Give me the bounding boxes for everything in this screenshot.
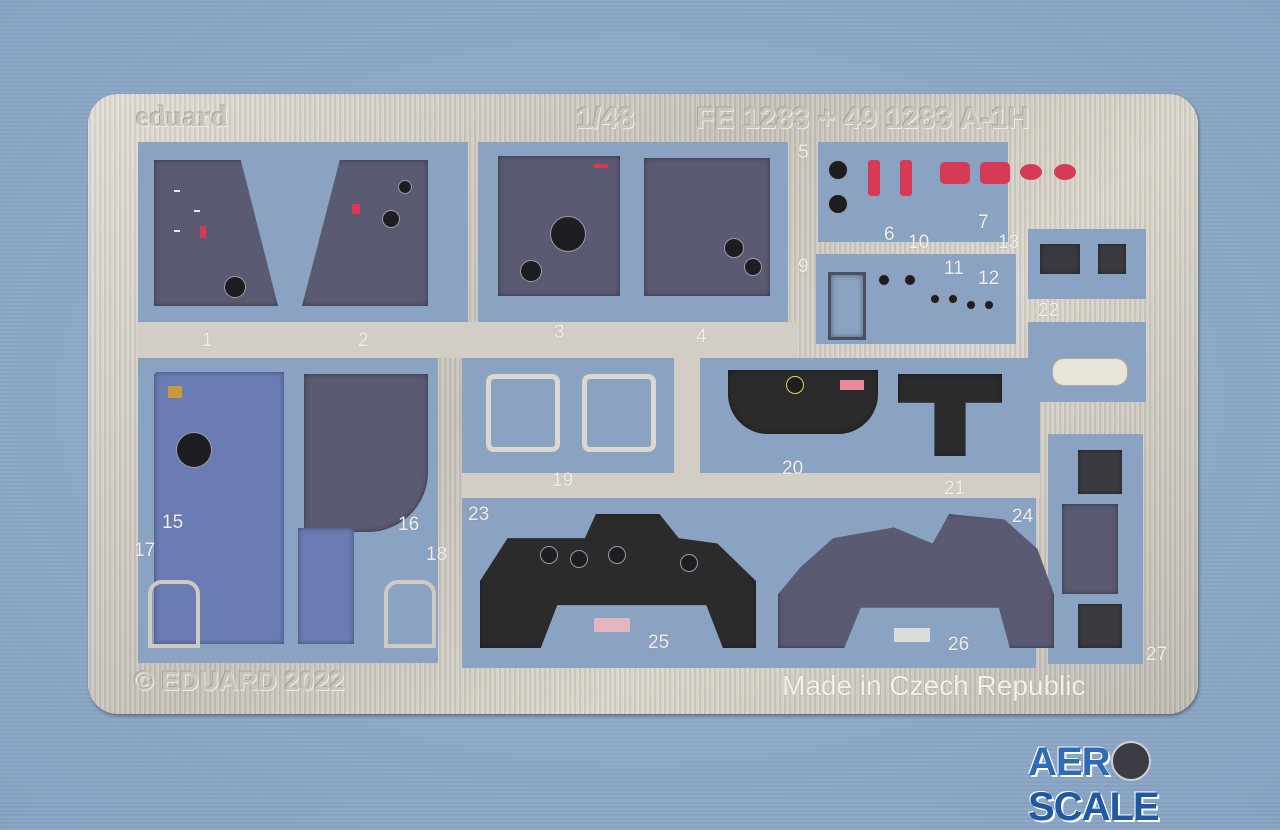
watermark-right: SCALE — [1028, 785, 1160, 829]
scale-label: 1/48 — [576, 102, 635, 135]
part-number-21: 21 — [944, 478, 966, 499]
red-switch — [840, 380, 864, 390]
lens-part — [1052, 358, 1128, 386]
copyright-label: © EDUARD 2022 — [134, 666, 345, 696]
dial-icon — [786, 376, 804, 394]
red-part-5 — [980, 162, 1010, 184]
lever-knob-icon — [984, 300, 994, 310]
part-number-5: 5 — [798, 142, 809, 163]
part-15-panel — [154, 372, 284, 644]
part-number-13: 13 — [998, 232, 1020, 253]
part-27-panel-mid — [1062, 504, 1118, 594]
part-number-23: 23 — [468, 504, 490, 525]
part-9-frame — [828, 272, 866, 340]
part-number-3: 3 — [554, 322, 565, 343]
part-number-27: 27 — [1146, 644, 1168, 665]
red-part-5 — [868, 160, 880, 196]
part-number-25: 25 — [648, 632, 670, 653]
part-number-22: 22 — [1038, 300, 1060, 321]
switch-mark — [194, 210, 200, 212]
red-switch — [200, 226, 206, 238]
switch-mark — [174, 190, 180, 192]
part-4-panel — [644, 158, 770, 296]
lever-knob-icon — [904, 274, 916, 286]
red-switch — [594, 164, 608, 168]
lever-knob-icon — [930, 294, 940, 304]
sprue-bar-middle — [138, 322, 798, 358]
watermark-left: AER — [1028, 740, 1110, 784]
part-16-panel — [304, 374, 428, 532]
part-number-9: 9 — [798, 256, 809, 277]
dial-icon — [176, 432, 212, 468]
part-19-frame — [582, 374, 656, 452]
knob-icon — [828, 160, 848, 180]
dial-icon — [398, 180, 412, 194]
part-number-24: 24 — [1012, 506, 1034, 527]
propeller-icon — [1111, 741, 1152, 781]
dial-icon — [724, 238, 744, 258]
red-part-5 — [1020, 164, 1042, 180]
sprue-bar-vertical — [674, 358, 700, 473]
part-22-placard — [1040, 244, 1080, 274]
part-20-panel — [728, 370, 878, 434]
part-number-20: 20 — [782, 458, 804, 479]
dial-icon — [520, 260, 542, 282]
lever-knob-icon — [966, 300, 976, 310]
dial-icon — [744, 258, 762, 276]
switch-mark — [174, 230, 180, 232]
red-part-5 — [900, 160, 912, 196]
red-part-5 — [1054, 164, 1076, 180]
part-25-placard — [594, 618, 630, 632]
dial-icon — [224, 276, 246, 298]
part-number-26: 26 — [948, 634, 970, 655]
part-number-16: 16 — [398, 514, 420, 535]
part-number-4: 4 — [696, 326, 707, 347]
part-26-placard — [894, 628, 930, 642]
dial-icon — [382, 210, 400, 228]
part-number-12: 12 — [978, 268, 1000, 289]
part-27-panel-top — [1078, 450, 1122, 494]
origin-label: Made in Czech Republic — [782, 670, 1086, 701]
dial-icon — [570, 550, 588, 568]
part-number-17: 17 — [134, 540, 156, 561]
product-code: FE 1283 + 49 1283 A-1H — [696, 102, 1030, 135]
part-number-15: 15 — [162, 512, 184, 533]
part-22-placard — [1098, 244, 1126, 274]
red-part-5 — [940, 162, 970, 184]
dial-icon — [680, 554, 698, 572]
part-number-10: 10 — [908, 232, 930, 253]
part-19-frame — [486, 374, 560, 452]
fret-window-part5 — [818, 142, 1008, 242]
sprue-bar-lower — [462, 473, 1040, 498]
part-number-1: 1 — [202, 330, 213, 351]
part-number-2: 2 — [358, 330, 369, 351]
part-27-panel-bottom — [1078, 604, 1122, 648]
part-16-lower — [298, 528, 354, 644]
dial-icon — [540, 546, 558, 564]
brand-mark: eduard — [136, 100, 228, 133]
dial-icon — [608, 546, 626, 564]
dial-icon — [550, 216, 586, 252]
part-18-frame — [384, 580, 436, 648]
lever-knob-icon — [948, 294, 958, 304]
aeroscale-watermark: AERSCALE — [1028, 740, 1280, 830]
part-number-19: 19 — [552, 470, 574, 491]
placard-mark — [168, 386, 182, 398]
part-3-panel — [498, 156, 620, 296]
part-17-frame — [148, 580, 200, 648]
part-number-7: 7 — [978, 212, 989, 233]
knob-icon — [828, 194, 848, 214]
part-number-11: 11 — [944, 258, 964, 279]
red-switch — [352, 204, 360, 214]
lever-knob-icon — [878, 274, 890, 286]
photo-etch-fret: eduard 1/48 FE 1283 + 49 1283 A-1H © EDU… — [88, 94, 1198, 714]
part-number-18: 18 — [426, 544, 448, 565]
part-number-6: 6 — [884, 224, 895, 245]
